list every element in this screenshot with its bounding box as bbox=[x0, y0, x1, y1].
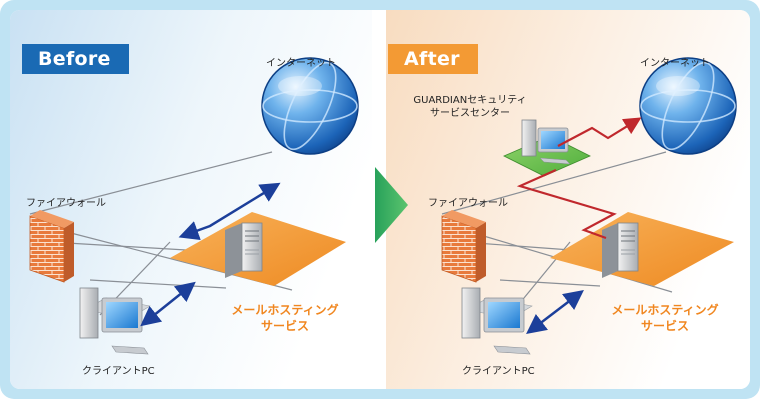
before-client-label: クライアントPC bbox=[82, 366, 155, 377]
before-badge: Before bbox=[22, 44, 129, 74]
after-service-line1: メールホスティング bbox=[611, 303, 719, 317]
after-service-label: メールホスティング サービス bbox=[600, 302, 730, 334]
after-red-route-to-server bbox=[516, 168, 617, 240]
after-arrow-security-internet bbox=[557, 117, 642, 147]
after-security-center-pc-icon bbox=[521, 119, 571, 165]
before-service-line2: サービス bbox=[260, 319, 309, 333]
after-service-line2: サービス bbox=[640, 319, 689, 333]
after-globe-icon bbox=[639, 57, 737, 155]
before-firewall-label: ファイアウォール bbox=[26, 198, 106, 209]
after-badge: After bbox=[388, 44, 478, 74]
after-firewall-icon bbox=[441, 210, 486, 283]
after-mail-server-icon bbox=[602, 222, 639, 278]
transition-chevron-icon bbox=[375, 167, 408, 243]
after-client-label: クライアントPC bbox=[462, 366, 535, 377]
before-service-line1: メールホスティング bbox=[231, 303, 339, 317]
after-client-pc-icon bbox=[461, 287, 533, 355]
after-hosting-platform bbox=[550, 212, 734, 286]
after-security-center-label: GUARDIANセキュリティ サービスセンター bbox=[410, 94, 530, 120]
diagram-canvas: Before After インターネット ファイアウォール メールホスティング … bbox=[10, 10, 750, 389]
before-service-label: メールホスティング サービス bbox=[220, 302, 350, 334]
before-arrow-server-client bbox=[140, 281, 196, 327]
before-arrow-internet-server bbox=[178, 182, 281, 240]
after-firewall-label: ファイアウォール bbox=[428, 198, 508, 209]
after-arrow-server-client bbox=[526, 289, 584, 335]
after-internet-label: インターネット bbox=[640, 58, 710, 69]
before-firewall-icon bbox=[29, 210, 74, 283]
before-internet-label: インターネット bbox=[266, 58, 336, 69]
before-globe-icon bbox=[261, 57, 359, 155]
before-mail-server-icon bbox=[225, 222, 263, 278]
after-security-line1: GUARDIANセキュリティ bbox=[413, 95, 527, 106]
after-security-line2: サービスセンター bbox=[430, 108, 510, 119]
before-client-pc-icon bbox=[79, 287, 151, 355]
